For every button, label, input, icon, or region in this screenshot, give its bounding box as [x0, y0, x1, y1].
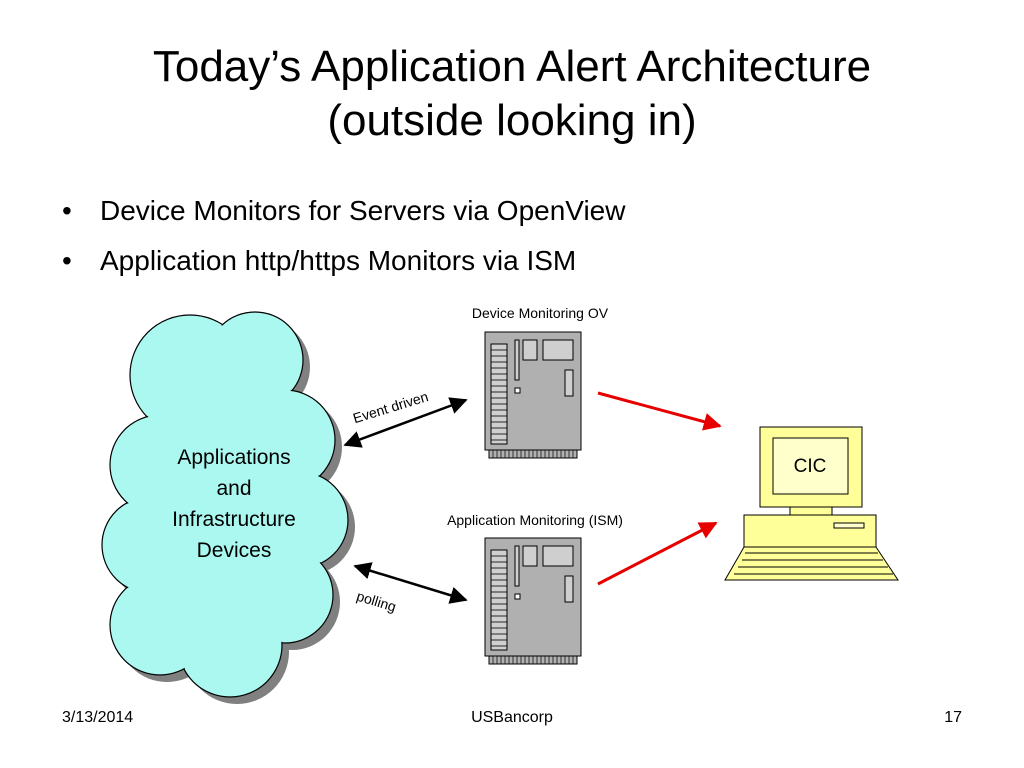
cloud-label-line-4: Devices [197, 539, 272, 562]
cloud-label-line-2: and [216, 477, 251, 500]
polling-arrow [353, 562, 468, 604]
alert-arrow-bottom [597, 521, 718, 586]
server-icon [484, 331, 582, 459]
footer-date: 3/13/2014 [62, 709, 134, 726]
server-bottom-label: Application Monitoring (ISM) [447, 512, 623, 528]
cloud-fill [103, 313, 347, 696]
event-driven-label: Event driven [351, 388, 430, 426]
event-driven-arrow [343, 397, 468, 448]
bullet-dot: • [62, 195, 72, 226]
title-line-1: Today’s Application Alert Architecture [152, 42, 872, 91]
bullet-text: Application http/https Monitors via ISM [100, 245, 577, 276]
bullet-list: • Device Monitors for Servers via OpenVie… [62, 186, 625, 286]
cloud-label-line-3: Infrastructure [172, 508, 296, 531]
slide-title: Today’s Application Alert Architecture (… [60, 40, 964, 148]
bullet-dot: • [62, 245, 72, 276]
cloud-label-line-1: Applications [177, 446, 290, 469]
bullet-item: • Application http/https Monitors via ISM [62, 236, 625, 286]
server-icon [484, 537, 582, 665]
bullet-text: Device Monitors for Servers via OpenView [100, 195, 626, 226]
footer-page-number: 17 [944, 709, 962, 726]
computer-label: CIC [794, 456, 827, 477]
bullet-item: • Device Monitors for Servers via OpenVie… [62, 186, 625, 236]
title-line-2: (outside looking in) [327, 96, 697, 145]
cloud-label: Applications and Infrastructure Devices [172, 446, 296, 562]
footer-org: USBancorp [471, 709, 553, 726]
polling-label: polling [355, 588, 398, 615]
alert-arrow-top [597, 391, 722, 431]
computer-icon [724, 426, 899, 581]
server-top-label: Device Monitoring OV [472, 305, 609, 321]
